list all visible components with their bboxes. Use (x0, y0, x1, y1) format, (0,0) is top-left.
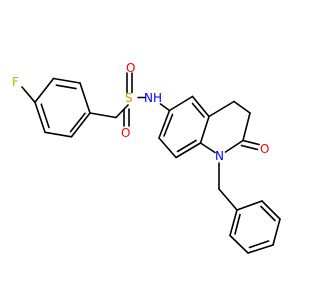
structure-canvas: F S O O NH N O (12, 61, 281, 254)
lactam-ring (199, 100, 251, 154)
sulfur-label: S (125, 91, 133, 105)
bond-ch2-phenyl (218, 188, 238, 211)
fluorophenyl-ring (34, 77, 91, 138)
bonds (21, 72, 281, 254)
oxygen-sulfonyl-bottom-label: O (121, 126, 130, 140)
bond-c-f (21, 86, 36, 104)
bond-ring-ch2 (89, 112, 117, 119)
benzyl-phenyl-ring (229, 200, 281, 254)
atom-labels: F S O O NH N O (12, 61, 269, 163)
bond-ch2-s (115, 104, 129, 119)
carbonyl-oxygen-label: O (260, 142, 269, 156)
oxygen-sulfonyl-top-label: O (126, 61, 135, 75)
bond-c-o-lactam-a (242, 139, 260, 146)
amide-nh-label: NH (144, 91, 162, 105)
fluorine-label: F (12, 75, 19, 89)
bond-nh-aryl (159, 103, 171, 112)
molecule-structure: F S O O NH N O (12, 61, 281, 254)
quinolinone-benzo-ring (158, 95, 210, 159)
bond-c-o-lactam-b (240, 144, 259, 151)
ring-nitrogen-label: N (215, 149, 224, 163)
